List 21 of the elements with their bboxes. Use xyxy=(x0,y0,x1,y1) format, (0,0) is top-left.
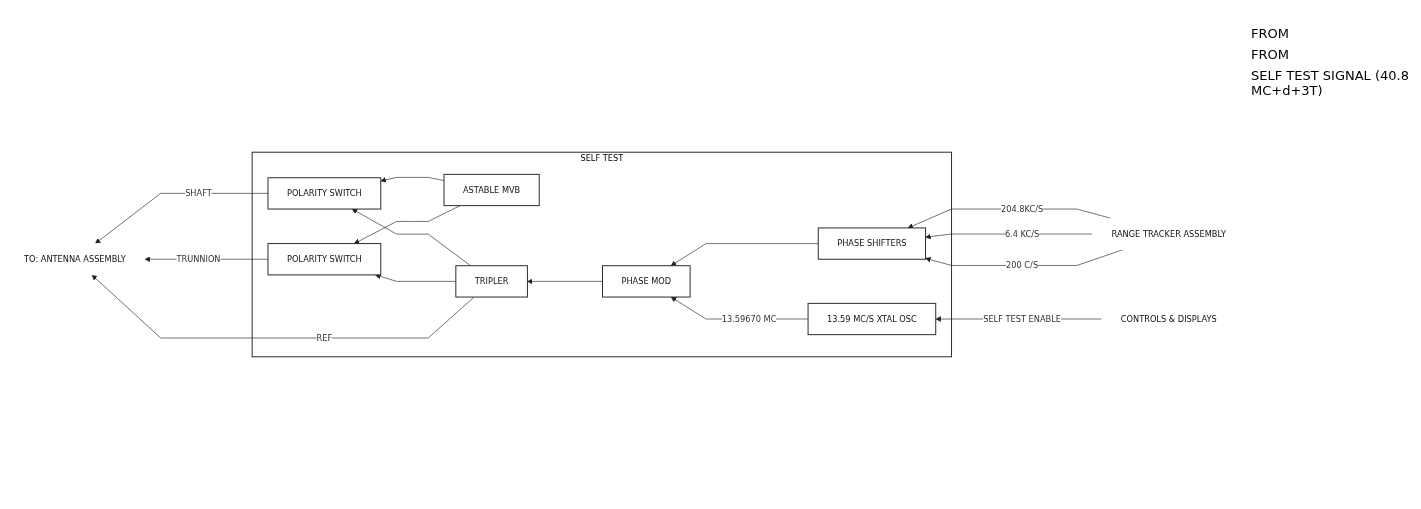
edge-label: 204.8KC/S xyxy=(1000,204,1044,214)
node-text: TO: ANTENNA ASSEMBLY xyxy=(24,254,126,264)
note-text: FROM xyxy=(1251,26,1290,41)
node-text: RANGE TRACKER ASSEMBLY xyxy=(1111,229,1226,239)
edge-label: SHAFT xyxy=(185,188,212,198)
note-text: SELF TEST SIGNAL (40.8 MC+d+3T) xyxy=(1251,68,1410,98)
edge-label: REF xyxy=(316,333,333,343)
note-text: FROM xyxy=(1251,47,1290,62)
node-text: CONTROLS & DISPLAYS xyxy=(1120,314,1217,324)
node-box: 13.59 MC/S XTAL OSC xyxy=(807,302,937,336)
node-box: POLARITY SWITCH xyxy=(267,243,382,276)
edge-label: TRUNNION xyxy=(176,254,221,264)
node-box: POLARITY SWITCH xyxy=(267,177,382,210)
edge-label: 13.59670 MC xyxy=(721,314,777,324)
edge-label: 200 C/S xyxy=(1006,260,1039,271)
edge-label: SELF TEST ENABLE xyxy=(983,314,1061,324)
edge-label: 6.4 KC/S xyxy=(1004,229,1040,239)
node-box: PHASE SHIFTERS xyxy=(817,227,927,260)
node-box: PHASE MOD xyxy=(602,265,691,298)
node-box: TRIPLER xyxy=(455,265,528,298)
node-box: ASTABLE MVB xyxy=(443,173,540,207)
